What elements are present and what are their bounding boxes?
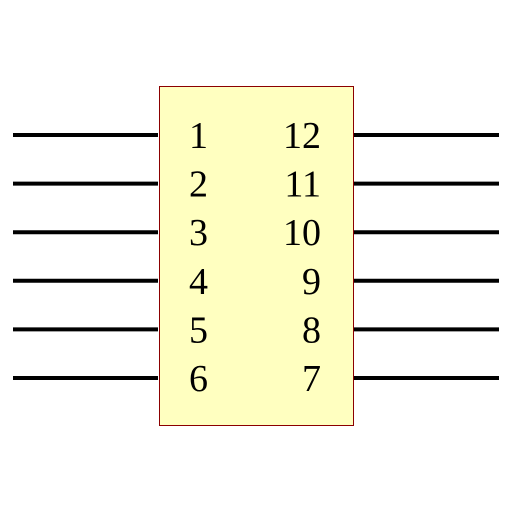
pin-number-7: 7 [302,358,321,400]
ic-body [159,86,354,426]
pin-number-5: 5 [189,309,208,351]
pin-number-2: 2 [189,164,208,206]
pin-number-12: 12 [283,115,321,157]
pin-number-4: 4 [189,261,208,303]
pin-number-8: 8 [302,309,321,351]
pin-number-11: 11 [284,164,321,206]
pin-number-3: 3 [189,212,208,254]
pin-number-1: 1 [189,115,208,157]
right-pin-group: 12 11 10 9 8 7 [283,115,499,400]
pin-number-10: 10 [283,212,321,254]
left-pin-group: 1 2 3 4 5 6 [13,115,208,400]
pin-number-9: 9 [302,261,321,303]
pin-number-6: 6 [189,358,208,400]
